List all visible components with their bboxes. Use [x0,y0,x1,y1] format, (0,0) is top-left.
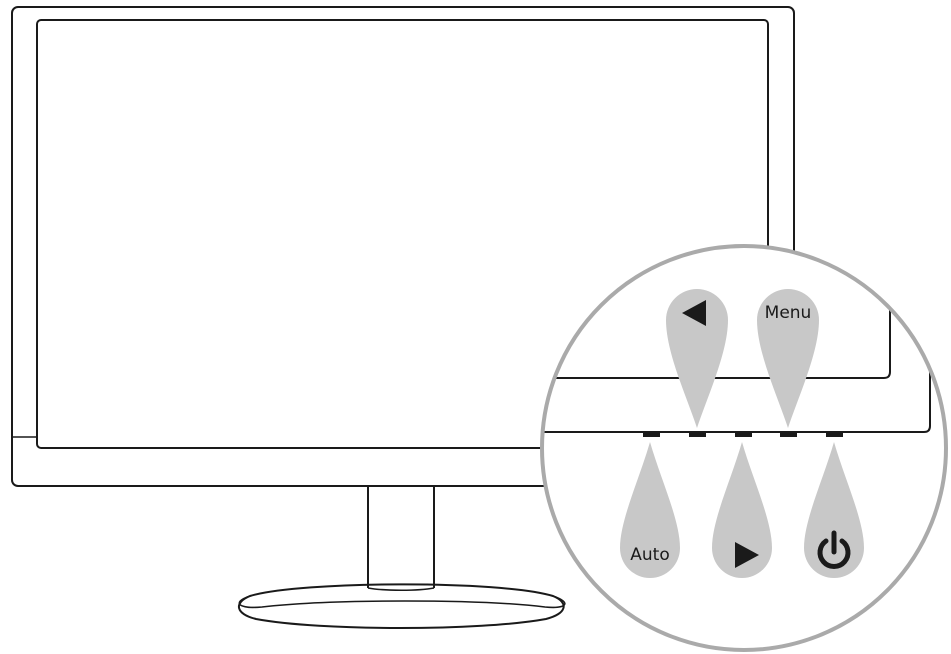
magnifier-ring [540,244,948,652]
button-right-mark[interactable] [735,433,752,437]
zoom-frame-edge [542,246,931,433]
monitor-outer-frame [11,6,795,487]
menu-label: Menu [765,303,812,323]
stand-neck-bottom [367,587,435,591]
stand-base-inner [238,595,566,609]
callout-auto [620,442,680,578]
button-power-mark[interactable] [826,433,843,437]
physical-buttons [643,433,843,437]
auto-label: Auto [630,545,669,565]
magnifier-background [542,246,946,650]
callout-power [804,442,864,578]
monitor [11,6,795,629]
button-auto-mark[interactable] [643,433,660,437]
stand-neck [367,486,435,588]
callout-menu [757,289,819,428]
magnifier: Menu Auto [540,244,948,652]
right-triangle-icon [735,542,759,568]
monitor-screen [36,19,769,449]
left-triangle-icon [682,300,706,326]
callout-left [666,289,728,428]
stand-base [238,583,565,629]
callout-right [712,442,772,578]
button-left-mark[interactable] [689,433,706,437]
button-menu-mark[interactable] [780,433,797,437]
power-icon [817,530,851,569]
zoom-screen-edge [542,246,891,379]
